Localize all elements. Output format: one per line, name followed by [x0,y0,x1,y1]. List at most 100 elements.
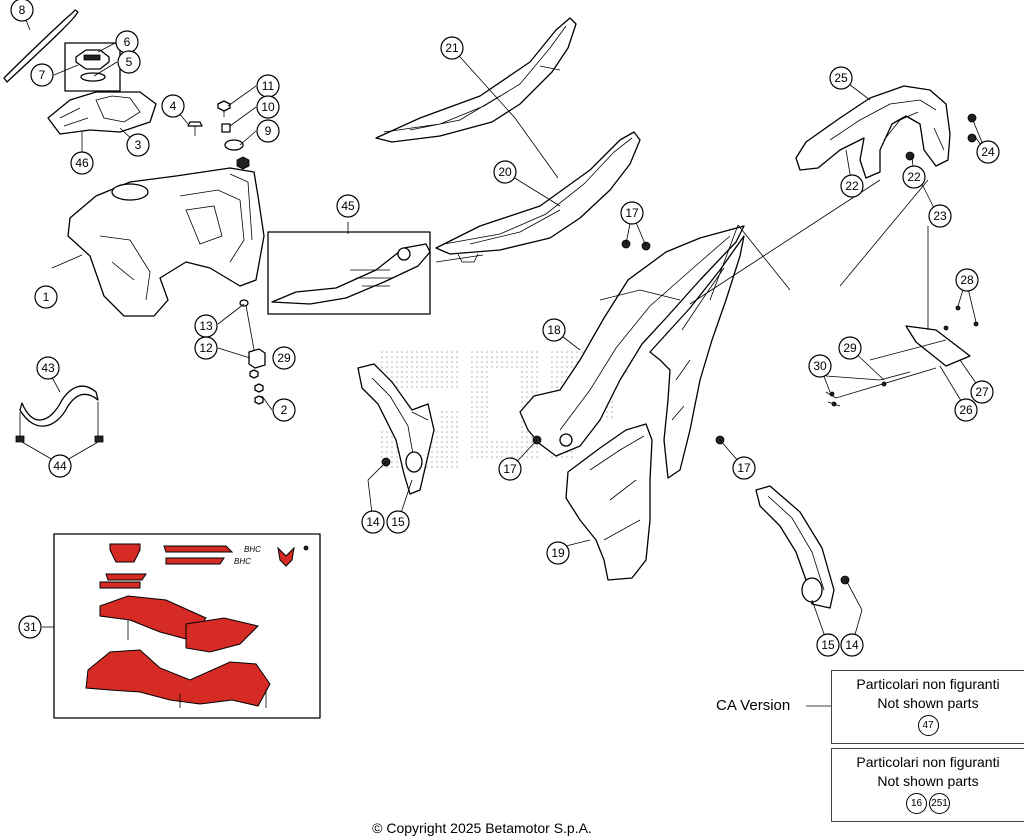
callout-bubble [10,0,34,22]
callout-number: 17 [737,461,751,475]
callout-19: 19 [546,541,570,565]
callout-number: 46 [75,156,89,170]
callout-bubble [161,94,185,118]
callout-number: 43 [41,361,55,375]
callout-number: 10 [261,100,275,114]
callout-46: 46 [70,151,94,175]
not-shown-parts-box: Particolari non figuranti Not shown part… [831,748,1024,822]
callout-bubble [36,356,60,380]
callout-bubble [493,160,517,184]
callout-number: 13 [199,319,213,333]
callout-bubble [361,510,385,534]
decal-logo-text-1: BHC [244,545,261,554]
callout-13: 13 [194,314,218,338]
callout-8: 8 [10,0,34,22]
callout-bubble [955,268,979,292]
callout-bubble [126,133,150,157]
callout-bubble [928,204,952,228]
callout-number: 14 [845,638,859,652]
copyright-notice: © Copyright 2025 Betamotor S.p.A. [372,820,592,836]
callout-bubble [386,510,410,534]
number-plate-left [357,363,435,495]
callout-bubble [256,95,280,119]
callout-number: 25 [834,71,848,85]
callout-11: 11 [256,74,280,98]
fuel-tank [67,167,265,317]
callout-bubble [732,456,756,480]
callout-22: 22 [840,174,864,198]
callout-bubble [34,285,58,309]
callout-43: 43 [36,356,60,380]
callout-bubble [808,354,832,378]
callout-number: 4 [170,99,177,113]
decal-kit-31 [53,533,321,719]
not-shown-line-en-2: Not shown parts [877,773,979,789]
callout-17: 17 [732,456,756,480]
callout-3: 3 [126,133,150,157]
callout-bubble [194,336,218,360]
callout-number: 21 [445,41,459,55]
callout-number: 14 [366,515,380,529]
callout-26: 26 [954,398,978,422]
callout-16: 16 [906,793,927,814]
callout-number: 28 [960,273,974,287]
callout-4: 4 [161,94,185,118]
callout-20: 20 [493,160,517,184]
callout-bubble [272,398,296,422]
callout-number: 19 [551,546,565,560]
callout-number: 1 [43,290,50,304]
seat-21 [375,17,577,143]
callout-bubble [970,380,994,404]
callout-bubble [840,633,864,657]
callout-number: 15 [391,515,405,529]
callout-251: 251 [929,793,950,814]
callout-number: 29 [843,341,857,355]
callout-number: 17 [503,462,517,476]
callout-30: 30 [808,354,832,378]
callout-bubble [620,201,644,225]
callout-15: 15 [386,510,410,534]
callout-bubble [840,174,864,198]
callout-1: 1 [34,285,58,309]
callout-27: 27 [970,380,994,404]
bolt-stack [217,100,250,170]
hose-part-43 [15,385,104,443]
callout-bubble [546,541,570,565]
callout-number: 20 [498,165,512,179]
callout-number: 31 [23,620,37,634]
callout-number: 22 [845,179,859,193]
callout-number: 30 [813,359,827,373]
callout-44: 44 [48,454,72,478]
tank-mount-hardware [239,299,266,405]
callout-17: 17 [498,457,522,481]
callout-14: 14 [361,510,385,534]
callout-2: 2 [272,398,296,422]
callout-bubble [829,66,853,90]
fuel-breather-hose [3,9,79,83]
tank-cover [47,91,157,135]
not-shown-line-it-2: Particolari non figuranti [856,754,1000,770]
callout-bubble [256,119,280,143]
callout-number: 18 [547,323,561,337]
side-panel-18 [519,225,745,457]
callout-bubble [48,454,72,478]
callout-number: 7 [39,68,46,82]
callout-bubble [816,633,840,657]
callout-number: 5 [126,55,133,69]
decal-logo-text-2: BHC [234,557,251,566]
callout-number: 29 [277,351,291,365]
callout-bubble [542,318,566,342]
callout-5: 5 [117,50,141,74]
callout-15: 15 [816,633,840,657]
callout-bubble [18,615,42,639]
callout-bubble [440,36,464,60]
callout-number: 2 [281,403,288,417]
callout-bubble [336,194,360,218]
rear-fender-25 [795,85,977,179]
number-plate-right [755,485,850,609]
callout-bubble [70,151,94,175]
callout-18: 18 [542,318,566,342]
callout-6: 6 [115,30,139,54]
